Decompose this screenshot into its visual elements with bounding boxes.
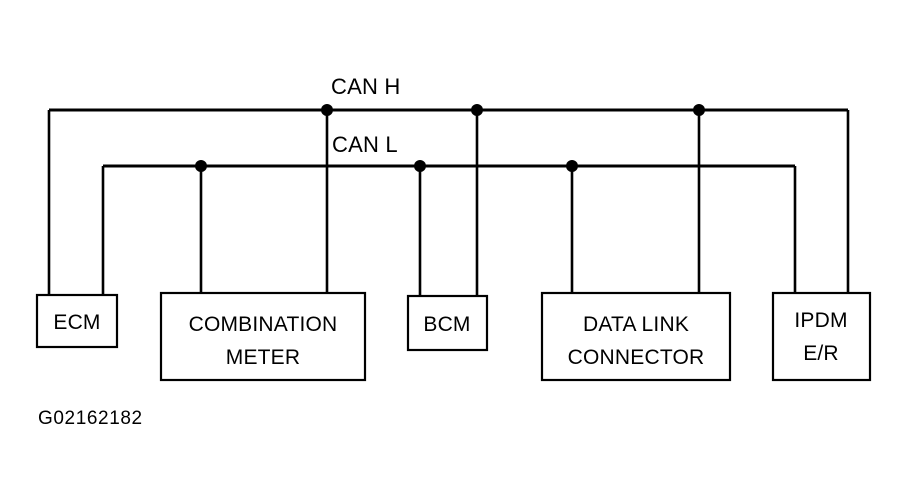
node-box-ecm: [35, 293, 119, 349]
junction-dot-can-l-3: [195, 160, 207, 172]
bus-label-can-l: CAN L: [332, 132, 398, 157]
junction-dot-can-l-4: [414, 160, 426, 172]
node-label-ecm: ECM: [53, 311, 100, 334]
bus-label-can-h: CAN H: [331, 74, 400, 99]
bus-lines-group: [49, 108, 848, 168]
node-label-bcm: BCM: [423, 313, 470, 336]
node-box-ipdm-er: [771, 291, 872, 382]
bus-labels-group: CAN H CAN L: [331, 74, 400, 157]
junction-dot-can-h-0: [321, 104, 333, 116]
node-box-combination-meter: [159, 291, 367, 382]
figure-caption: G02162182: [38, 408, 143, 429]
junction-dot-can-l-5: [566, 160, 578, 172]
junction-dot-can-h-2: [693, 104, 705, 116]
node-ecm: ECM: [35, 293, 119, 349]
node-bcm: BCM: [406, 294, 489, 352]
node-box-bcm: [406, 294, 489, 352]
junction-dot-can-h-1: [471, 104, 483, 116]
drop-lines-group: [47, 110, 850, 296]
node-box-data-link-connector: [540, 291, 732, 382]
junction-dots-group: [195, 104, 705, 172]
